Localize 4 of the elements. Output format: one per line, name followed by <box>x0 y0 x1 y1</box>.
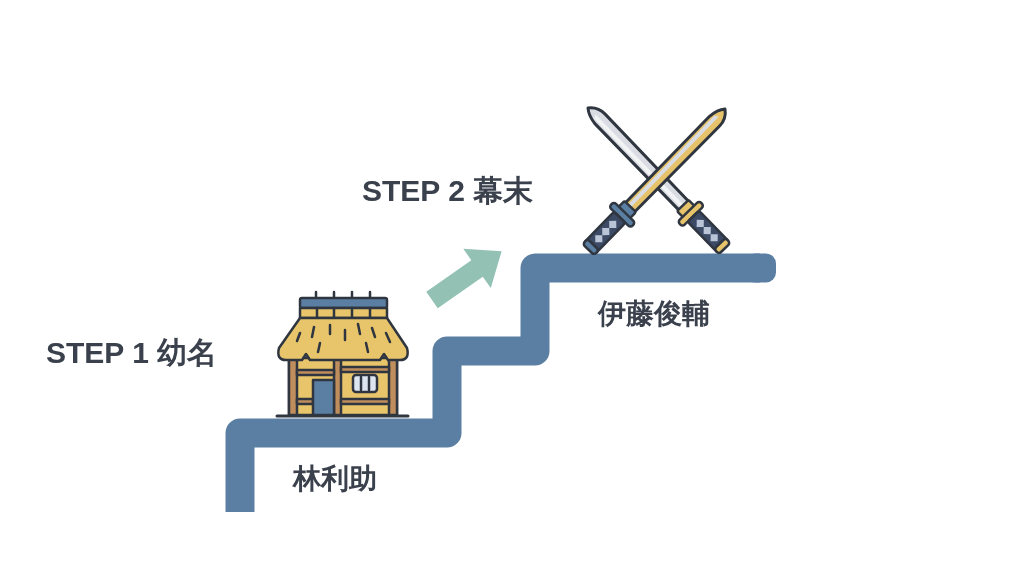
step-label: STEP 1 幼名 <box>46 338 218 368</box>
name-label: 伊藤俊輔 <box>598 300 710 328</box>
step-label: STEP 2 幕末 <box>362 176 534 206</box>
name-label: 林利助 <box>293 465 377 493</box>
